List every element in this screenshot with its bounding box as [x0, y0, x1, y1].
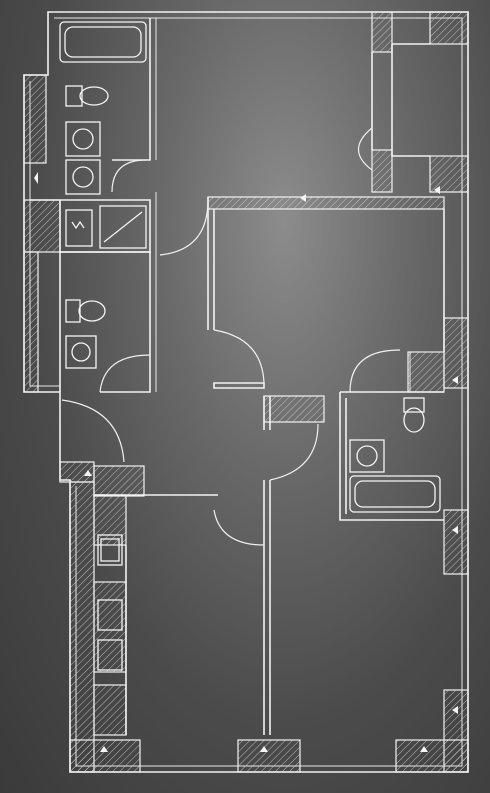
radiator-blocks [97, 534, 123, 671]
toilet-icon [403, 397, 425, 433]
door-bathroom-top [111, 159, 147, 193]
bathtub-icon [59, 21, 147, 63]
door-balcony [357, 127, 373, 171]
interior-walls [30, 18, 445, 735]
toilet-icon [65, 85, 109, 107]
door-swings [61, 127, 401, 546]
door-wc [99, 354, 151, 393]
bathtub-icon [349, 475, 441, 513]
door-bedroom-right [269, 423, 319, 481]
door-bedroom-left [213, 509, 265, 546]
door-laundry [159, 199, 209, 256]
toilet-icon [65, 299, 106, 323]
washing-machine-icon [65, 205, 147, 249]
door-entrance [61, 399, 125, 463]
door-bathroom-right [349, 349, 401, 393]
hatched-wall-blocks [23, 11, 469, 773]
sink-icon [65, 335, 97, 369]
sink-icon [65, 121, 101, 195]
section-markers [34, 172, 458, 752]
door-living [213, 329, 265, 384]
sink-icon [349, 439, 385, 473]
